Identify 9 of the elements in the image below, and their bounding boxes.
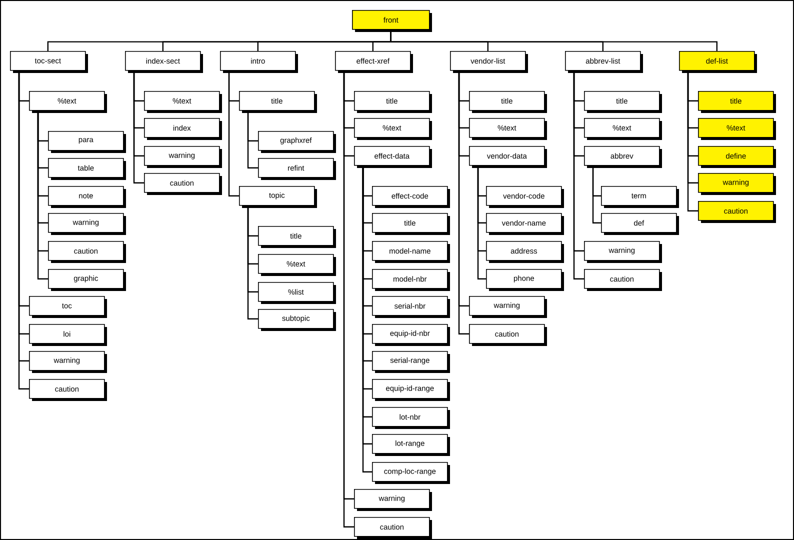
connector-line — [247, 206, 258, 320]
connector-line — [390, 30, 718, 51]
connector-line — [477, 166, 486, 280]
connector-line — [592, 166, 601, 224]
connector-line — [247, 110, 258, 168]
connector-line — [37, 110, 48, 280]
connector-line — [133, 70, 144, 184]
connector-line — [687, 70, 698, 212]
connector-line — [228, 70, 239, 196]
